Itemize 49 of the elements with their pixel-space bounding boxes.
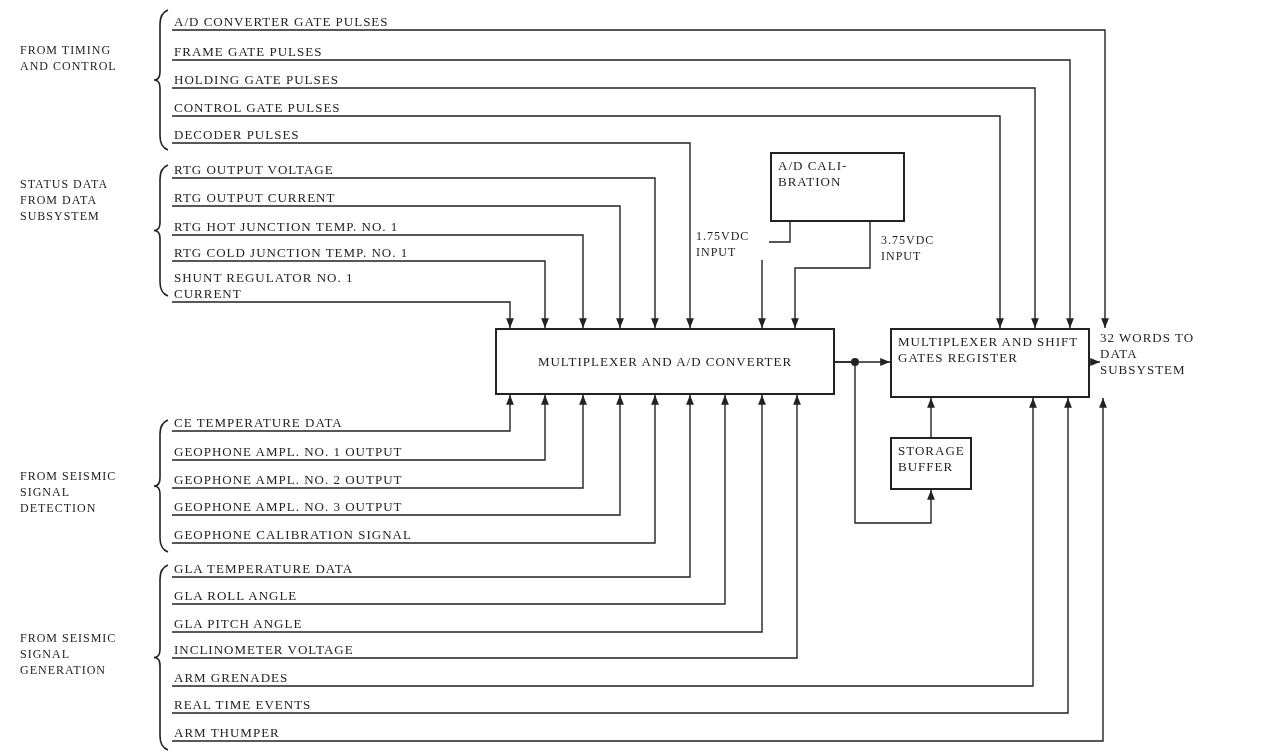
signal-label: DECODER PULSES: [172, 127, 302, 143]
storage-buffer-block: STORAGE BUFFER: [890, 437, 972, 490]
multiplexer-block: MULTIPLEXER AND A/D CONVERTER: [495, 328, 835, 395]
arrow: [791, 221, 871, 329]
signal-label: GEOPHONE AMPL. NO. 2 OUTPUT: [172, 472, 405, 488]
arrow: [171, 205, 624, 329]
signal-label: RTG COLD JUNCTION TEMP. NO. 1: [172, 245, 411, 261]
arrow: [171, 394, 694, 578]
shift-register-block: MULTIPLEXER AND SHIFT GATES REGISTER: [890, 328, 1090, 398]
signal-label: ARM GRENADES: [172, 670, 291, 686]
signal-label: REAL TIME EVENTS: [172, 697, 314, 713]
arrow: [171, 260, 549, 329]
output-label: 32 WORDS TO DATA SUBSYSTEM: [1100, 330, 1210, 378]
arrow: [171, 177, 659, 329]
signal-label: GLA ROLL ANGLE: [172, 588, 300, 604]
arrow: [171, 394, 624, 516]
signal-label: GEOPHONE AMPL. NO. 3 OUTPUT: [172, 499, 405, 515]
signal-label: CE TEMPERATURE DATA: [172, 415, 345, 431]
group-label: FROM SEISMIC SIGNAL DETECTION: [20, 468, 118, 516]
signal-label: GLA PITCH ANGLE: [172, 616, 305, 632]
group-label: STATUS DATA FROM DATA SUBSYSTEM: [20, 176, 109, 224]
signal-label: FRAME GATE PULSES: [172, 44, 325, 60]
arrow: [171, 142, 694, 329]
signal-label: A/D CONVERTER GATE PULSES: [172, 14, 391, 30]
signal-label: RTG HOT JUNCTION TEMP. NO. 1: [172, 219, 401, 235]
group-label: FROM SEISMIC SIGNAL GENERATION: [20, 630, 118, 678]
arrow: [171, 115, 1004, 329]
signal-label: RTG OUTPUT CURRENT: [172, 190, 338, 206]
arrow: [171, 394, 587, 489]
arrow: [171, 234, 587, 329]
signal-label: ARM THUMPER: [172, 725, 282, 741]
signal-label: GEOPHONE CALIBRATION SIGNAL: [172, 527, 414, 543]
signal-label: GLA TEMPERATURE DATA: [172, 561, 356, 577]
arrow: [927, 397, 935, 438]
arrow: [171, 394, 549, 461]
arrow: [1089, 358, 1101, 366]
arrow: [834, 361, 935, 524]
signal-label: HOLDING GATE PULSES: [172, 72, 341, 88]
calibration-block: A/D CALI- BRATION: [770, 152, 905, 222]
arrow: [171, 394, 729, 605]
signal-label: RTG OUTPUT VOLTAGE: [172, 162, 336, 178]
signal-label: GEOPHONE AMPL. NO. 1 OUTPUT: [172, 444, 405, 460]
arrow: [171, 394, 514, 432]
signal-label: SHUNT REGULATOR NO. 1 CURRENT: [172, 270, 387, 302]
group-label: FROM TIMING AND CONTROL: [20, 42, 118, 74]
signal-label: CONTROL GATE PULSES: [172, 100, 343, 116]
signal-label: INCLINOMETER VOLTAGE: [172, 642, 356, 658]
arrow: [171, 394, 659, 544]
arrow: [171, 301, 514, 329]
